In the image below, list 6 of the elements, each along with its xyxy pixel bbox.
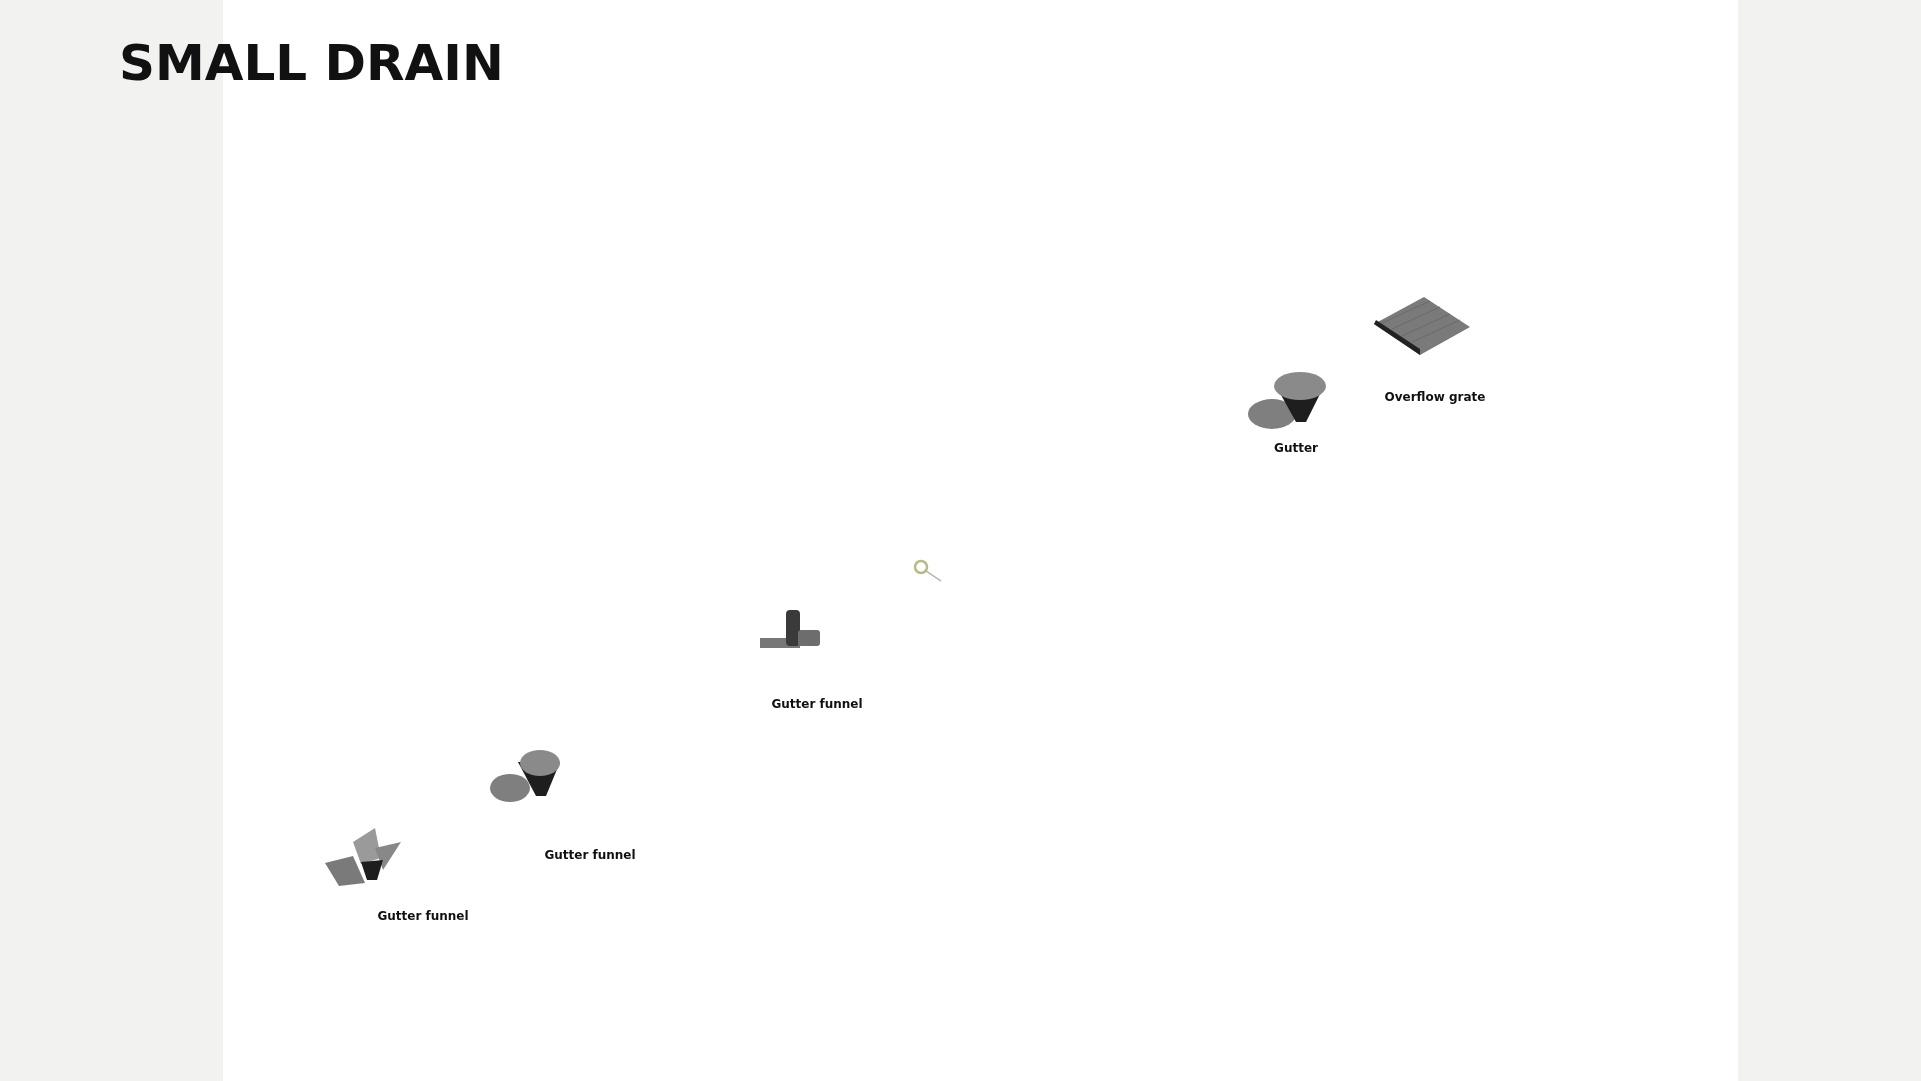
part-label: Gutter <box>1274 441 1318 455</box>
part-label: Overflow grate <box>1384 390 1486 404</box>
part-label: Gutter funnel <box>377 909 469 923</box>
title: SMALL DRAIN <box>119 34 504 92</box>
part-label: Gutter funnel <box>771 697 863 711</box>
part-label: Gutter funnel <box>544 848 636 862</box>
